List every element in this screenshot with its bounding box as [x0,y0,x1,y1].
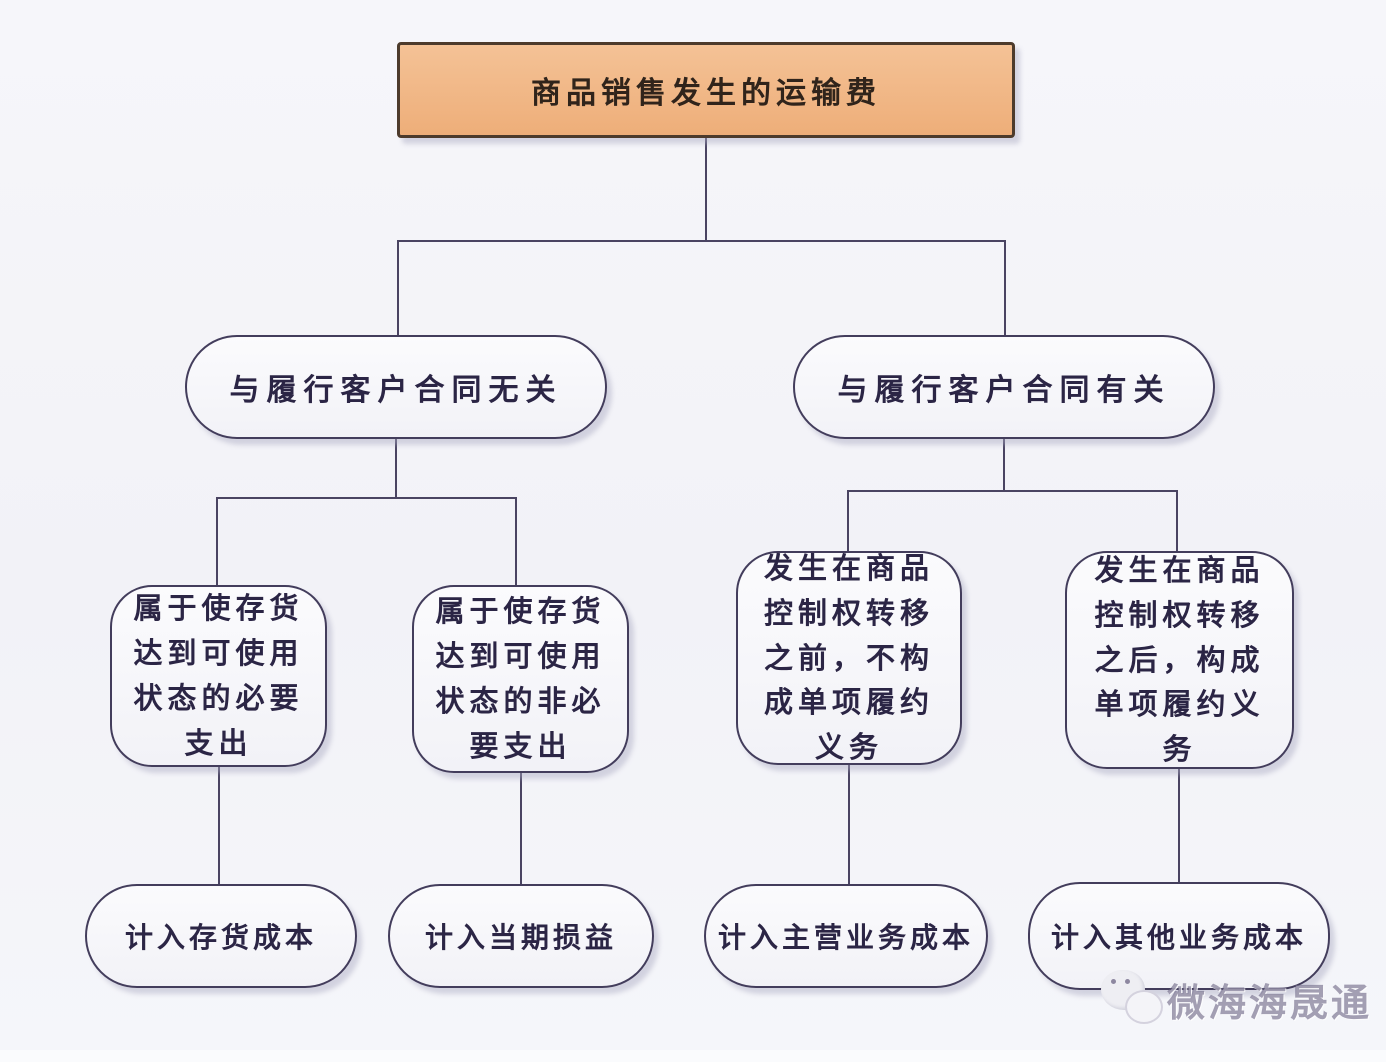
connector-line [705,138,707,240]
connector-line [395,439,397,499]
connector-line [216,497,517,499]
case-node-unnecessary-expenditure: 属于使存货 达到可使用 状态的非必 要支出 [412,585,629,773]
outcome-node-current-profit-loss: 计入当期损益 [388,884,654,988]
case-node-after-control-transfer: 发生在商品 控制权转移 之后，构成 单项履约义 务 [1065,551,1294,769]
watermark-text: 微海海晟通 [1167,980,1373,1025]
connector-line [1003,439,1005,492]
connector-line [1178,769,1180,882]
connector-line [397,240,1006,242]
outcome-node-inventory-cost: 计入存货成本 [85,884,357,988]
watermark: 微海海晟通 [1095,968,1372,1030]
connector-line [1176,490,1178,551]
root-node-transport-fee: 商品销售发生的运输费 [397,42,1015,138]
connector-line [397,240,399,335]
connector-line [515,497,517,585]
connector-line [848,765,850,884]
outcome-node-other-business-cost: 计入其他业务成本 [1028,882,1330,990]
connector-line [1004,240,1006,335]
branch-node-related-to-contract: 与履行客户合同有关 [793,335,1215,439]
case-node-necessary-expenditure: 属于使存货 达到可使用 状态的必要 支出 [110,585,327,767]
outcome-node-main-business-cost: 计入主营业务成本 [704,884,988,988]
connector-line [216,497,218,585]
case-node-before-control-transfer: 发生在商品 控制权转移 之前，不构 成单项履约 义务 [736,551,962,765]
connector-line [847,490,849,551]
bottom-edge-strip [0,1050,1386,1062]
connector-line [847,490,1178,492]
branch-node-unrelated-to-contract: 与履行客户合同无关 [185,335,607,439]
connector-line [218,767,220,884]
connector-line [520,773,522,884]
chat-bubbles-icon [1095,968,1167,1030]
